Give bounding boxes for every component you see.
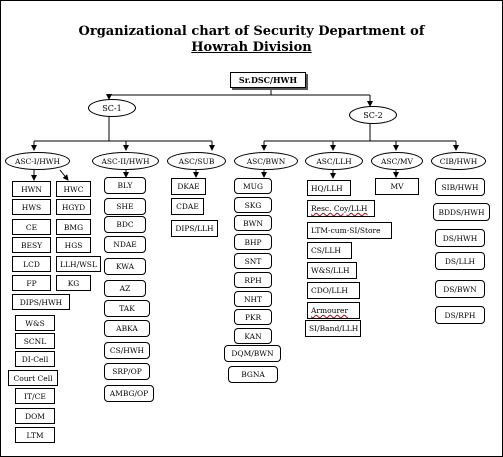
- node-ascmv-head: ASC/MV: [371, 152, 423, 170]
- node-ascllh-item: HQ/LLH: [307, 180, 351, 196]
- node-ascsub-item: DKAE: [171, 178, 206, 195]
- node-ascbwn-item: BHP: [234, 234, 272, 250]
- node-root: Sr.DSC/HWH: [230, 72, 306, 88]
- node-ascbwn-item: BGNA: [228, 366, 278, 383]
- node-asc1-left: FP: [12, 275, 51, 291]
- node-cib-item: DS/RPH: [435, 306, 485, 324]
- node-cib-item: DS/HWH: [435, 229, 485, 247]
- chart-subtitle: Howrah Division: [191, 40, 312, 55]
- node-ascbwn-item: KAN: [234, 328, 272, 344]
- node-ascbwn-item: DQM/BWN: [224, 345, 281, 362]
- node-ascbwn-item: NHT: [234, 291, 272, 307]
- node-ascbwn-head: ASC/BWN: [234, 152, 298, 170]
- node-asc1-left: HWN: [12, 181, 51, 197]
- node-ascllh-head: ASC/LLH: [305, 152, 363, 170]
- node-asc2-item: SRP/OP: [104, 363, 150, 380]
- node-asc1-tail: W&S: [15, 315, 55, 331]
- node-asc2-item: KWA: [104, 258, 146, 275]
- node-asc1-tail: DIPS/HWH: [12, 294, 70, 310]
- node-asc1-tail: IT/CE: [15, 388, 55, 404]
- node-asc2-item: SHE: [104, 198, 146, 215]
- node-ascbwn-item: PKR: [234, 309, 272, 325]
- node-asc1-left: HWS: [12, 199, 51, 215]
- node-asc2-item: ABKA: [104, 320, 150, 337]
- node-cib-item: DS/LLH: [435, 252, 485, 270]
- node-cib-head: CIB/HWH: [431, 152, 486, 170]
- node-ascllh-item: Resc. Coy/LLH: [307, 200, 375, 217]
- node-asc1-tail: Court Cell: [8, 370, 58, 386]
- node-ascbwn-item: RPH: [234, 272, 272, 288]
- node-asc1-tail: DI-Cell: [15, 351, 55, 367]
- node-asc2-item: TAK: [104, 300, 150, 317]
- node-asc2-item: AMBG/OP: [104, 385, 154, 402]
- node-asc2-item: BDC: [104, 216, 146, 233]
- node-asc1-right: HGYD: [56, 199, 91, 215]
- node-sc2: SC-2: [349, 106, 397, 124]
- node-ascmv-item: MV: [375, 178, 419, 195]
- node-ascllh-item: LTM-cum-SI/Store: [307, 222, 392, 239]
- node-asc1-tail: LTM: [15, 427, 55, 443]
- node-ascllh-item: SI/Band/LLH: [305, 320, 361, 337]
- node-asc2-item: CS/HWH: [104, 342, 150, 359]
- node-asc1-tail: DOM: [15, 408, 55, 424]
- node-asc1-head: ASC-I/HWH: [5, 152, 70, 170]
- node-ascllh-item: CS/LLH: [307, 242, 352, 259]
- node-asc1-right: KG: [56, 275, 91, 291]
- chart-title: Organizational chart of Security Departm…: [78, 24, 425, 39]
- node-ascbwn-item: MUG: [234, 178, 272, 194]
- node-ascbwn-item: BWN: [234, 215, 272, 231]
- node-asc2-item: NDAE: [104, 236, 146, 253]
- node-sc1: SC-1: [88, 99, 136, 117]
- node-asc1-left: LCD: [12, 256, 51, 272]
- node-asc1-right: LLH/WSL: [56, 256, 101, 272]
- node-asc1-left: CE: [12, 219, 51, 235]
- node-asc1-right: HGS: [56, 237, 91, 253]
- node-ascllh-item: CDO/LLH: [307, 282, 360, 299]
- node-asc2-item: AZ: [104, 280, 146, 297]
- node-ascbwn-item: SKG: [234, 197, 272, 213]
- node-ascsub-item: CDAE: [171, 198, 204, 215]
- node-cib-item: BDDS/HWH: [433, 203, 490, 221]
- node-ascbwn-item: SNT: [234, 253, 272, 269]
- node-asc2-head: ASC-II/HWH: [92, 152, 159, 170]
- node-ascllh-item: W&S/LLH: [307, 262, 357, 279]
- node-cib-item: DS/BWN: [435, 280, 485, 298]
- node-ascllh-item: Armourer: [307, 302, 360, 319]
- node-asc1-right: HWC: [56, 181, 91, 197]
- node-ascsub-item: DIPS/LLH: [171, 220, 218, 237]
- node-asc1-left: BESY: [12, 237, 51, 253]
- node-asc1-right: BMG: [56, 219, 91, 235]
- node-ascsub-head: ASC/SUB: [167, 152, 226, 170]
- node-asc1-tail: SCNL: [15, 333, 55, 349]
- node-cib-item: SIB/HWH: [435, 178, 485, 196]
- node-asc2-item: BLY: [104, 177, 146, 194]
